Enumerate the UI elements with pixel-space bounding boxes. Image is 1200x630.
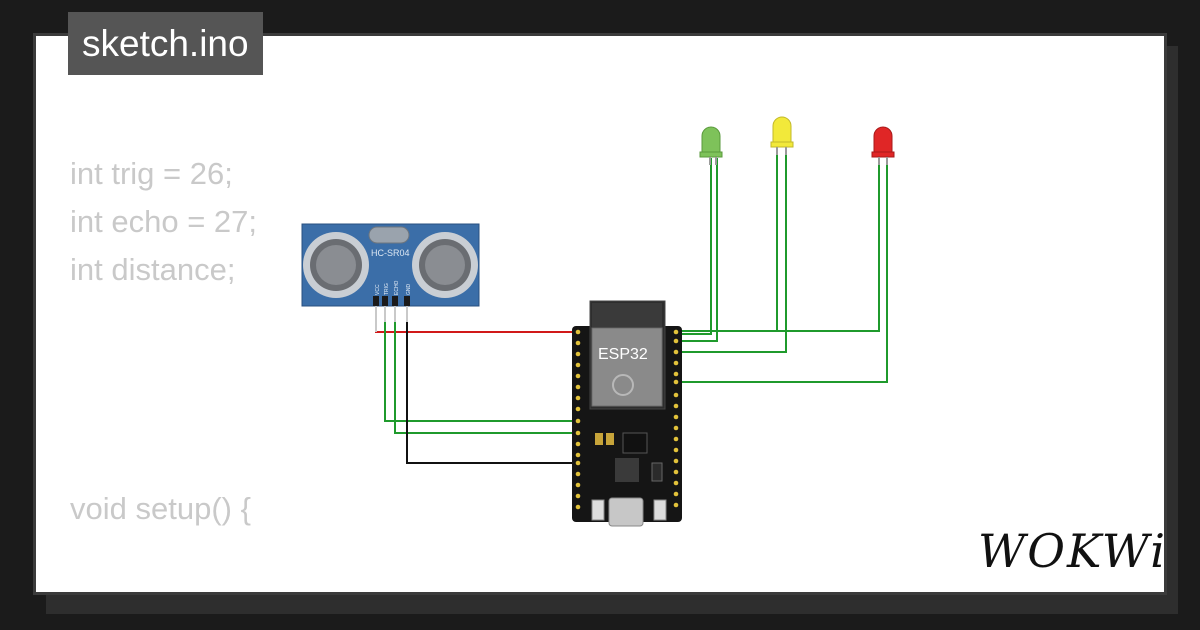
espressif-logo-icon [612,374,634,396]
led-red[interactable] [871,126,895,165]
boot-button[interactable] [653,499,667,521]
wire-led-yellow-b [679,148,787,353]
wire-led-green-b [679,158,718,342]
ultrasonic-sensor[interactable]: HC-SR04 VCC TRIG ECHO GND [301,223,480,332]
en-button[interactable] [591,499,605,521]
sensor-pin-label: TRIG [384,283,390,295]
code-line: void setup() { [70,491,251,526]
usb-port-icon [608,497,644,527]
sensor-model-label: HC-SR04 [371,248,410,258]
wire-led-green-a [679,158,712,335]
wire-echo [394,306,576,434]
diagram-canvas[interactable]: int trig = 26; int echo = 27; int distan… [33,33,1167,595]
code-line: int distance; [70,252,236,287]
wire-led-yellow-a [679,148,778,332]
board-label: ESP32 [598,346,648,363]
wire-led-red-a [679,158,880,332]
code-line: int echo = 27; [70,204,257,239]
code-preview: int trig = 26; int echo = 27; int distan… [70,154,423,592]
board-pins-right [673,329,679,508]
wire-trig [384,306,576,422]
wokwi-logo: WOKWi [978,524,1167,578]
board-pins-left [575,329,581,510]
code-line: pinMode(trig, OUTPUT); [70,584,423,592]
wire-led-red-b [679,158,888,383]
file-tab[interactable]: sketch.ino [68,12,263,75]
circuit-diagram: HC-SR04 VCC TRIG ECHO GND [301,116,895,527]
wire-gnd [406,306,576,464]
sensor-pin-label: GND [406,284,412,296]
esp32-board[interactable]: ESP32 [572,300,682,527]
led-green[interactable] [699,126,723,165]
led-yellow[interactable] [770,116,794,155]
sensor-pin-label: ECHO [394,280,400,295]
sensor-pin-label: VCC [375,284,381,295]
code-line: int trig = 26; [70,156,233,191]
